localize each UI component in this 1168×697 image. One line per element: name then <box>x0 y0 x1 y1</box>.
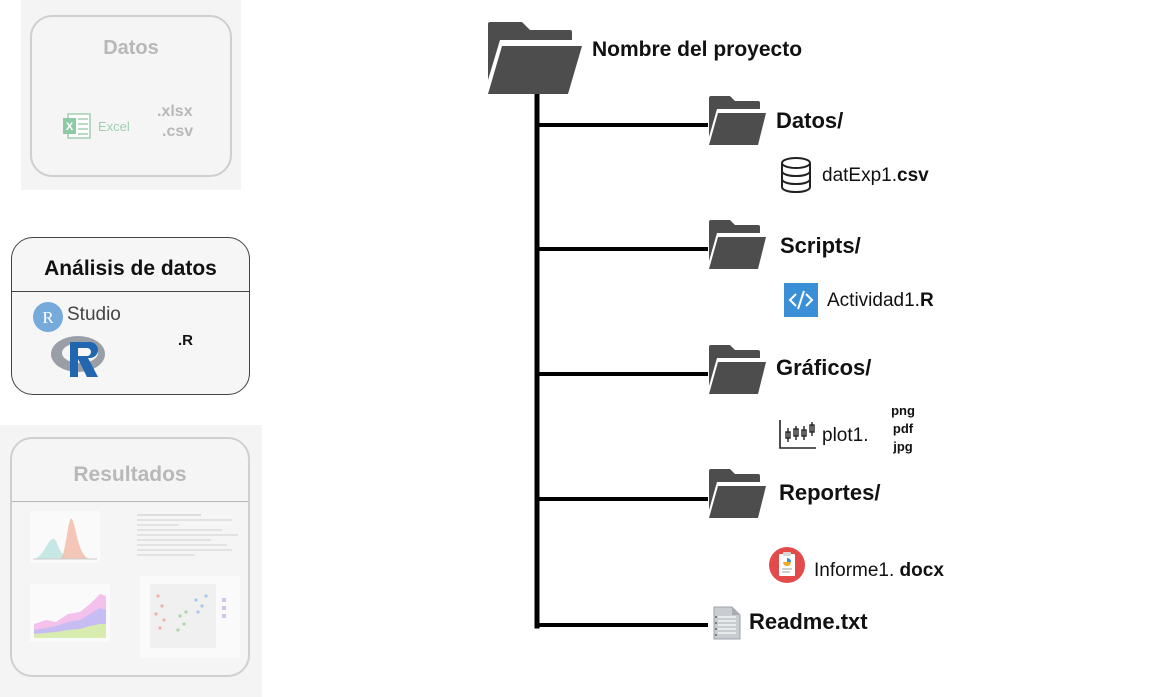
rstudio-logo-icon: R <box>33 302 63 332</box>
datos-file-label: datExp1.csv <box>822 165 929 187</box>
graficos-file-name: plot1. <box>822 425 869 446</box>
density-plot-thumbnail <box>30 511 100 563</box>
scripts-file-ext: R <box>919 290 934 311</box>
scripts-folder-icon <box>709 220 766 269</box>
database-icon <box>781 157 811 193</box>
reportes-file-label: Informe1. docx <box>814 560 944 582</box>
r-extension: .R <box>178 332 193 349</box>
excel-icon: X <box>63 113 91 139</box>
resultados-card: Resultados <box>10 437 250 677</box>
graficos-folder-label: Gráficos/ <box>776 355 872 380</box>
card-divider <box>12 291 249 292</box>
graficos-file-exts: png pdf jpg <box>888 402 918 456</box>
code-file-icon <box>784 283 818 317</box>
datos-card: Datos X Excel .xlsx .csv <box>30 15 232 177</box>
resultados-divider <box>12 501 248 502</box>
jpg-ext: jpg <box>893 439 913 454</box>
scripts-file-label: Actividad1.R <box>827 290 934 312</box>
resultados-card-title: Resultados <box>73 463 187 486</box>
candlestick-chart-icon <box>779 420 816 449</box>
excel-label: Excel <box>98 119 130 134</box>
csv-extension: .csv <box>162 123 194 140</box>
reportes-folder-icon <box>709 469 766 518</box>
text-file-icon <box>713 606 741 640</box>
analisis-card-title: Análisis de datos <box>44 257 217 280</box>
rstudio-label: Studio <box>67 304 121 325</box>
datos-file-ext: csv <box>897 165 929 186</box>
datos-card-title: Datos <box>103 37 159 59</box>
datos-folder-icon <box>709 96 766 145</box>
svg-text:X: X <box>66 121 74 133</box>
reportes-file-ext: docx <box>899 560 944 581</box>
rstudio-mark: R <box>42 308 54 327</box>
scripts-folder-label: Scripts/ <box>780 233 861 258</box>
analisis-card: Análisis de datos R Studio .R <box>11 237 250 395</box>
datos-file-name: datExp1. <box>822 165 897 186</box>
r-logo-icon <box>51 336 105 377</box>
text-output-thumbnail <box>137 511 243 571</box>
scatter-plot-thumbnail <box>140 576 240 658</box>
png-ext: png <box>891 403 915 418</box>
graficos-folder-icon <box>709 345 766 394</box>
datos-folder-label: Datos/ <box>776 108 844 133</box>
root-folder-label: Nombre del proyecto <box>592 38 803 61</box>
area-chart-thumbnail <box>30 584 110 642</box>
xlsx-extension: .xlsx <box>157 103 193 120</box>
readme-label: Readme.txt <box>749 609 868 634</box>
root-folder-icon <box>488 22 582 94</box>
report-icon <box>769 547 805 583</box>
scripts-file-name: Actividad1. <box>827 290 920 311</box>
pdf-ext: pdf <box>892 421 914 436</box>
reportes-folder-label: Reportes/ <box>779 480 881 505</box>
reportes-file-name: Informe1. <box>814 560 900 581</box>
